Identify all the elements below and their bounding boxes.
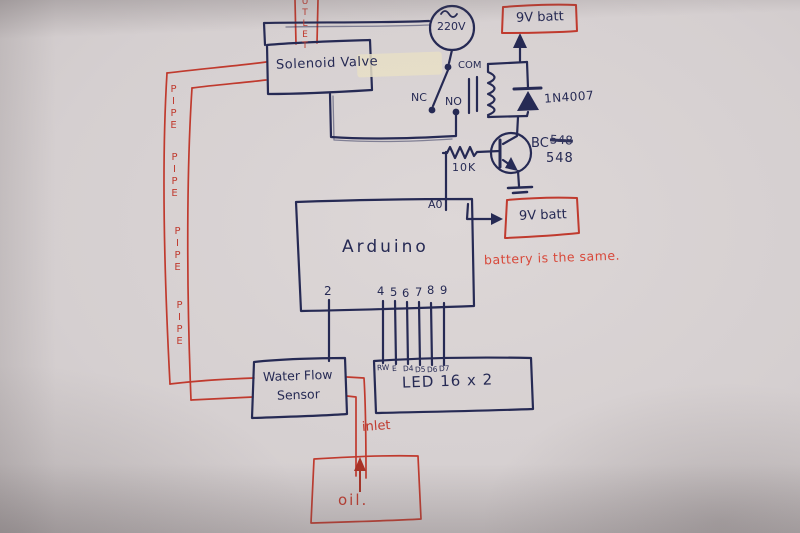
arduino-pin-label: 6 — [402, 286, 410, 300]
resistor-label: 10K — [452, 161, 477, 174]
wire-ghost — [285, 24, 430, 28]
diode-bar — [512, 86, 543, 91]
wire-valve-to-no — [328, 92, 458, 140]
battery-arrowhead-icon — [513, 33, 527, 48]
ink-fills — [428, 33, 539, 225]
pipe-lines — [163, 0, 422, 524]
pipe-to-sensor — [169, 377, 255, 401]
solenoid-valve-label: Solenoid Valve — [275, 54, 379, 73]
relay-coil-bottom — [486, 114, 529, 119]
ac-tilde-icon — [440, 10, 458, 18]
relay-coil-right — [525, 60, 530, 118]
battery-top-label: 9V batt — [515, 9, 564, 26]
battery-top-box — [501, 3, 578, 34]
pipe-label: PIPE — [172, 226, 183, 274]
relay-nc-label: NC — [411, 91, 427, 104]
diode-triangle-icon — [517, 91, 539, 111]
ac-source-label: 220V — [437, 20, 466, 33]
sensor-label-line2: Sensor — [276, 386, 321, 403]
arduino-pin-2-label: 2 — [324, 284, 332, 298]
wires-pins-to-lcd — [381, 299, 446, 367]
arduino-pin-label: 5 — [390, 285, 398, 299]
arduino-pin-label: 9 — [440, 283, 448, 297]
vin-arrowhead-icon — [491, 213, 503, 225]
wire-arduino-to-battery — [465, 202, 494, 221]
correction-tape — [356, 51, 443, 78]
resistor-zigzag-icon — [441, 145, 502, 160]
battery-lower-box — [504, 196, 580, 239]
pipe-left-vertical — [163, 72, 193, 401]
relay-no-label: NO — [445, 95, 462, 108]
lcd-pin-label: RW — [376, 362, 390, 373]
ink-wiring — [250, 4, 543, 420]
relay-nc-dot — [428, 106, 436, 114]
arduino-pin-label: 7 — [415, 285, 423, 299]
ground-icon — [506, 185, 534, 195]
inlet-label: inlet — [361, 418, 392, 435]
transistor-collector — [501, 115, 520, 146]
relay-switch-arm — [431, 68, 450, 108]
pipe-valve-to-left — [166, 61, 267, 89]
relay-no-dot — [452, 108, 460, 116]
outlet-pipe-label: OUTLET — [300, 0, 310, 52]
pipe-label: PIPE — [169, 152, 180, 200]
lcd-box — [372, 356, 535, 415]
flow-arrow — [354, 457, 366, 492]
sensor-box — [250, 356, 349, 420]
pipe-label: PIPE — [168, 84, 179, 132]
lcd-pin-label: D4 — [402, 363, 414, 374]
diode-label: 1N4007 — [543, 88, 595, 106]
transistor-circle — [489, 131, 533, 175]
oil-tank-label: oil. — [338, 491, 369, 509]
lcd-label: LED 16 x 2 — [401, 370, 494, 392]
arduino-pin-a0-label: A0 — [428, 198, 443, 211]
relay-coil-icon — [486, 62, 496, 119]
arduino-box — [294, 197, 476, 313]
emitter-arrowhead-icon — [505, 157, 518, 171]
pipe-label: PIPE — [174, 300, 185, 348]
relay-com-dot — [444, 63, 452, 71]
lcd-pin-label: E — [391, 363, 397, 374]
oil-tank-box — [310, 454, 422, 524]
transistor-struck-label: 548 — [549, 132, 574, 148]
transistor-value-label: 548 — [546, 151, 574, 166]
arduino-pin-label: 8 — [427, 283, 435, 297]
solenoid-valve-box — [265, 38, 374, 96]
relay-com-label: COM — [458, 60, 482, 71]
arduino-pin-label: 4 — [377, 284, 385, 298]
sensor-label-line1: Water Flow — [262, 366, 333, 385]
arduino-label: Arduino — [342, 237, 429, 257]
relay-separator — [467, 75, 479, 115]
wire-ghost — [332, 95, 453, 143]
relay-coil-top — [486, 60, 529, 66]
wire-ac-to-com — [447, 48, 454, 65]
transistor-prefix-label: BC — [531, 136, 549, 151]
wire-ac-to-valve — [262, 19, 431, 47]
battery-lower-label: 9V batt — [518, 207, 567, 224]
